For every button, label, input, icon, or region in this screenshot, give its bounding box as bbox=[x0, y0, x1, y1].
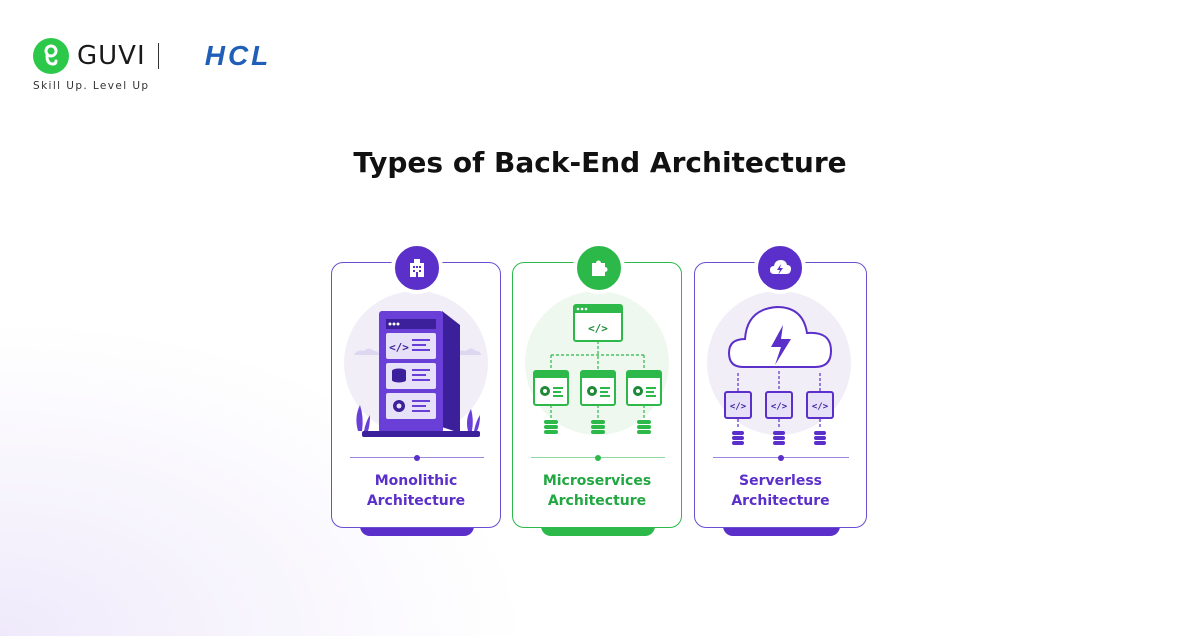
svg-text:</>: </> bbox=[812, 402, 829, 412]
card-label: Microservices Architecture bbox=[542, 473, 652, 509]
card-microservices: </> bbox=[512, 262, 682, 536]
svg-text:</>: </> bbox=[389, 341, 409, 354]
card-divider bbox=[531, 454, 665, 461]
microservice-box bbox=[533, 370, 569, 406]
brand-divider bbox=[157, 43, 160, 69]
monolithic-server-illustration: </> bbox=[344, 291, 488, 437]
card-tab bbox=[360, 524, 474, 536]
card-divider bbox=[713, 454, 849, 461]
card-divider bbox=[350, 454, 484, 461]
hcl-logo: HCL bbox=[205, 41, 272, 71]
building-icon bbox=[391, 242, 443, 294]
card-monolithic: </> Monolithic Architecture bbox=[331, 262, 501, 536]
svg-text:HCL: HCL bbox=[205, 41, 272, 71]
brand-header: GUVI HCL Skill Up. Level Up bbox=[33, 38, 305, 92]
guvi-wordmark: GUVI bbox=[77, 41, 146, 71]
microservice-box bbox=[626, 370, 662, 406]
guvi-logo-icon bbox=[33, 38, 69, 74]
microservices-illustration: </> bbox=[525, 291, 669, 435]
page-title: Types of Back-End Architecture bbox=[353, 146, 847, 179]
card-serverless: </> </> </> Serverless Architecture bbox=[694, 262, 867, 536]
microservice-box bbox=[580, 370, 616, 406]
svg-text:</>: </> bbox=[730, 402, 747, 412]
card-tab bbox=[541, 524, 655, 536]
function-box: </> bbox=[806, 391, 834, 419]
svg-text:</>: </> bbox=[588, 322, 608, 335]
function-box: </> bbox=[724, 391, 752, 419]
function-box: </> bbox=[765, 391, 793, 419]
puzzle-icon bbox=[573, 242, 625, 294]
svg-text:</>: </> bbox=[771, 402, 788, 412]
card-label: Monolithic Architecture bbox=[366, 473, 466, 509]
brand-tagline: Skill Up. Level Up bbox=[33, 80, 150, 92]
serverless-illustration: </> </> </> bbox=[707, 291, 851, 445]
card-label: Serverless Architecture bbox=[731, 473, 830, 509]
card-tab bbox=[723, 524, 840, 536]
cloud-lightning-icon bbox=[754, 242, 806, 294]
